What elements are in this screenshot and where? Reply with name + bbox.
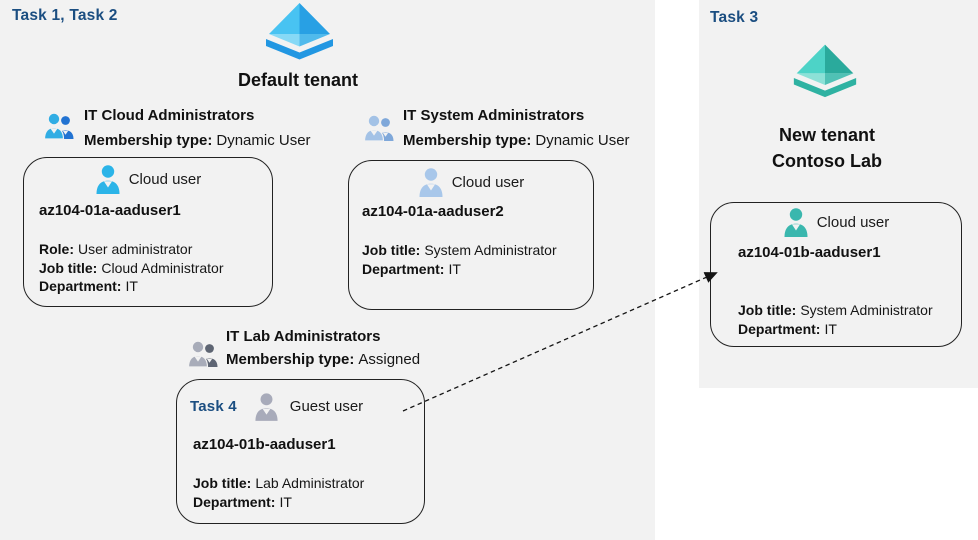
user-name: az104-01a-aaduser1	[39, 202, 181, 219]
user-name: az104-01b-aaduser1	[738, 244, 881, 261]
cloud-user-icon	[95, 164, 121, 194]
user-job-line: Job title:System Administrator	[738, 302, 933, 318]
user-dept-line: Department:IT	[738, 320, 837, 337]
group-icon-system-admins	[364, 114, 394, 141]
group-icon-cloud-admins	[44, 112, 74, 139]
membership-type-label: Membership type:	[403, 132, 532, 149]
default-tenant-name: Default tenant	[237, 70, 358, 90]
membership-type-value: Dynamic User	[535, 132, 630, 149]
user-type-label: Guest user	[289, 398, 364, 415]
group-name-lab-admins: IT Lab Administrators	[226, 328, 381, 345]
user-job-line: Job title:Lab Administrator	[193, 475, 365, 491]
cloud-user-icon	[418, 167, 444, 197]
user-name: az104-01b-aaduser1	[193, 436, 336, 453]
group-membership-system-admins: Membership type:Dynamic User	[403, 132, 630, 149]
task-1-2-label: Task 1, Task 2	[12, 7, 118, 24]
guest-user-card: Task 4 Guest user az104-01b-aaduser1 Job…	[176, 379, 425, 524]
user-type-label: Cloud user	[128, 170, 202, 188]
new-tenant-name-line2: Contoso Lab	[772, 151, 882, 171]
task-3-label: Task 3	[710, 9, 759, 26]
azure-ad-tenant-icon-teal	[792, 42, 858, 102]
user-card-aaduser2: Cloud user az104-01a-aaduser2 Job title:…	[348, 160, 594, 310]
cloud-user-icon	[783, 207, 809, 237]
guest-user-icon	[254, 392, 279, 421]
group-membership-cloud-admins: Membership type:Dynamic User	[84, 132, 311, 149]
group-membership-lab-admins: Membership type:Assigned	[226, 351, 420, 368]
membership-type-label: Membership type:	[84, 132, 213, 149]
user-type-label: Cloud user	[451, 173, 525, 191]
membership-type-value: Assigned	[358, 351, 421, 368]
user-dept-line: Department:IT	[193, 493, 292, 510]
task-4-label: Task 4	[190, 398, 237, 415]
membership-type-label: Membership type:	[226, 351, 355, 368]
user-card-new-tenant: Cloud user az104-01b-aaduser1 Job title:…	[710, 202, 962, 347]
user-job-line: Job title:System Administrator	[362, 242, 557, 258]
default-tenant-panel	[0, 0, 655, 540]
group-icon-lab-admins	[188, 340, 218, 367]
user-name: az104-01a-aaduser2	[362, 203, 504, 220]
user-card-aaduser1: Cloud user az104-01a-aaduser1 Role:User …	[23, 157, 273, 307]
user-dept-line: Department:IT	[362, 260, 461, 277]
group-name-cloud-admins: IT Cloud Administrators	[84, 107, 255, 124]
user-dept-line: Department:IT	[39, 278, 138, 294]
group-name-system-admins: IT System Administrators	[403, 107, 585, 124]
user-role-line: Role:User administrator	[39, 241, 193, 257]
azure-ad-tenant-icon	[264, 2, 335, 63]
new-tenant-name-line1: New tenant	[778, 125, 875, 145]
membership-type-value: Dynamic User	[216, 132, 311, 149]
user-type-label: Cloud user	[816, 213, 890, 231]
user-job-line: Job title:Cloud Administrator	[39, 259, 224, 276]
